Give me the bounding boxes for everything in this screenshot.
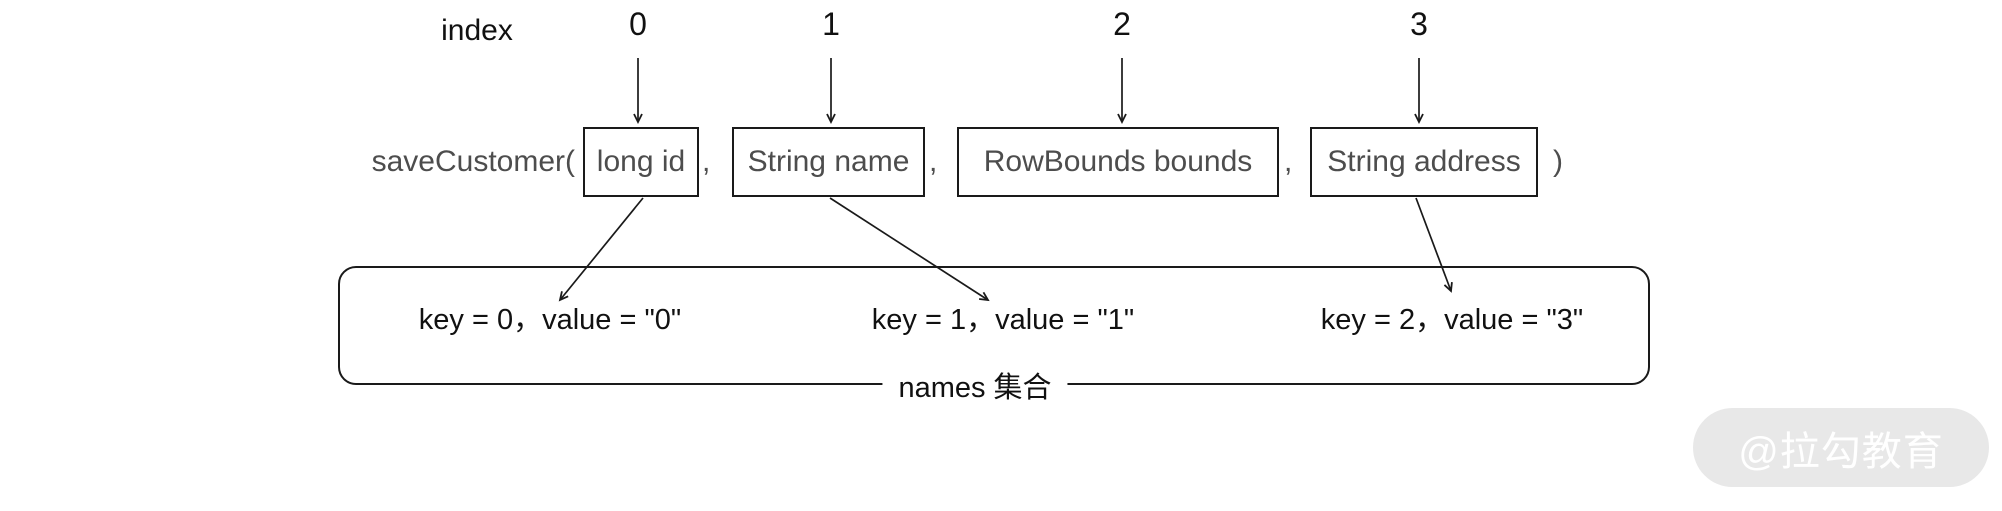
method-signature-close-paren: ) [1553,145,1563,178]
index-2-label: 2 [1113,6,1131,42]
index-row-label: index [441,14,513,47]
method-signature-prefix: saveCustomer( [371,145,575,178]
param-box-string-name: String name [732,127,925,197]
param-box-long-id: long id [583,127,699,197]
param-box-rowbounds-bounds: RowBounds bounds [957,127,1279,197]
comma-2: , [929,145,938,178]
index-3-label: 3 [1410,6,1428,42]
watermark-badge: @拉勾教育 [1693,408,1989,487]
names-collection-label: names 集合 [882,364,1068,406]
index-1-label: 1 [822,6,840,42]
index-0-label: 0 [629,6,647,42]
map-entry-1: key = 1，value = "1" [871,304,1135,336]
map-entry-2: key = 2，value = "3" [1320,304,1584,336]
comma-1: , [702,145,711,178]
param-box-string-address: String address [1310,127,1538,197]
map-entry-0: key = 0，value = "0" [418,304,682,336]
comma-3: , [1284,145,1293,178]
